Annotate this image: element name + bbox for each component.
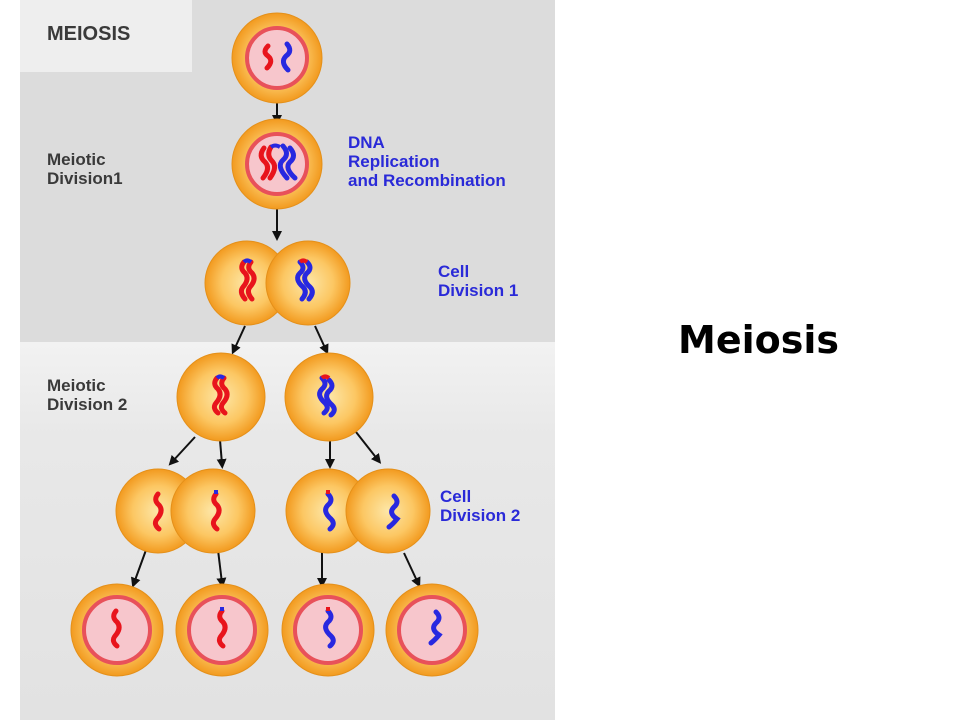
division-1-cells: [204, 240, 351, 326]
arrow-4: [314, 325, 329, 355]
label-cell-division-1: Cell Division 1: [438, 262, 519, 300]
diagram-title: MEIOSIS: [47, 23, 131, 45]
label-dna-replication: DNA Replication and Recombination: [348, 133, 506, 190]
label-meiotic-division-1: Meiotic Division1: [47, 150, 123, 188]
title-box: [20, 0, 192, 72]
arrow-10: [216, 549, 227, 588]
replicated-cell: [231, 118, 323, 210]
division-2-left-pair: [115, 468, 256, 554]
arrow-9: [131, 549, 147, 588]
arrow-6: [216, 439, 227, 469]
arrow-3: [231, 325, 246, 355]
arrow-8: [355, 431, 382, 464]
label-cell-division-2: Cell Division 2: [440, 487, 521, 525]
chromosome-red: [262, 43, 274, 71]
side-title: Meiosis: [678, 318, 839, 362]
gamete-1: [70, 583, 164, 677]
label-meiotic-division-2: Meiotic Division 2: [47, 376, 128, 414]
meiotic-2-left-cell: [176, 352, 266, 442]
gamete-2: [175, 583, 269, 677]
gamete-4: [385, 583, 479, 677]
gamete-3: [281, 583, 375, 677]
arrow-12: [403, 552, 421, 588]
parent-cell: [231, 12, 323, 104]
meiotic-2-right-cell: [284, 352, 374, 442]
arrows: [131, 80, 421, 588]
division-2-right-pair: [285, 468, 431, 554]
chromosome-blue: [280, 41, 293, 73]
arrow-5: [168, 436, 196, 466]
